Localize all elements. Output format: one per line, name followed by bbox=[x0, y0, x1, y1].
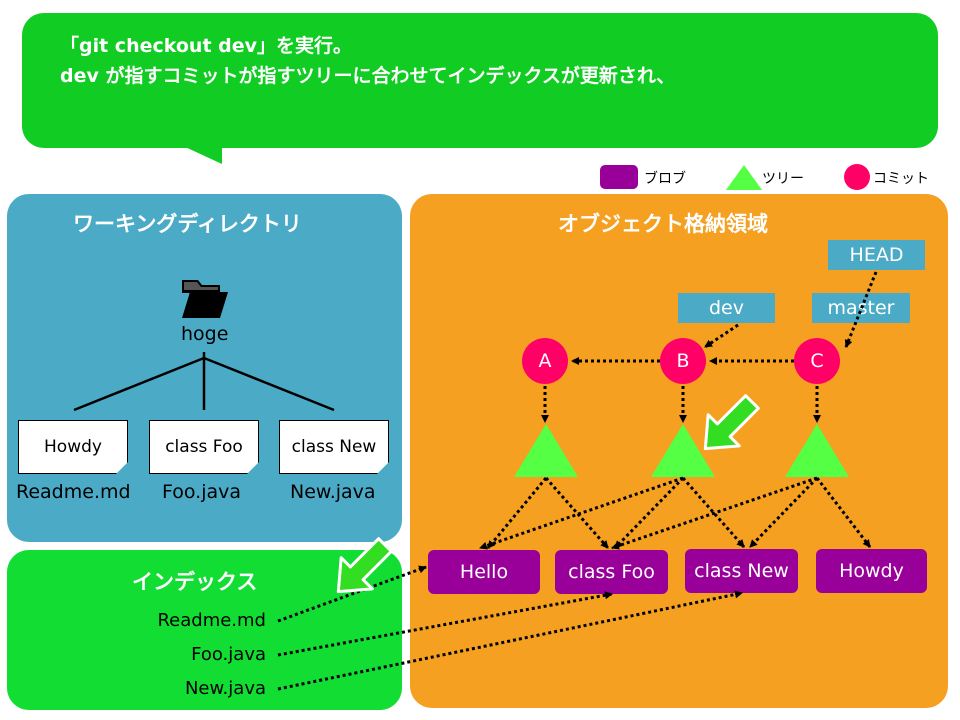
file-readme-content-text: Howdy bbox=[44, 437, 102, 457]
file-foo-name: Foo.java bbox=[162, 481, 242, 503]
ref-head: HEAD bbox=[828, 240, 925, 270]
callout-line-1: 「git checkout dev」を実行。 bbox=[60, 35, 353, 57]
file-new-content-text: class New bbox=[291, 437, 377, 457]
legend: ブロブ ツリー コミット bbox=[600, 163, 945, 193]
legend-tree-swatch bbox=[726, 165, 762, 190]
object-store-title: オブジェクト格納領域 bbox=[558, 212, 768, 236]
legend-commit-label: コミット bbox=[873, 171, 929, 187]
blob-howdy: Howdy bbox=[816, 549, 927, 593]
folder-icon bbox=[182, 280, 228, 318]
file-readme-name: Readme.md bbox=[16, 481, 131, 503]
legend-commit-swatch bbox=[844, 164, 870, 190]
commit-b: B bbox=[660, 338, 706, 384]
tree-c bbox=[785, 424, 849, 477]
legend-tree-label: ツリー bbox=[762, 171, 804, 187]
index-entry-new: New.java bbox=[184, 678, 266, 699]
commit-c: C bbox=[794, 338, 840, 384]
tree-b bbox=[651, 424, 715, 477]
ref-dev: dev bbox=[678, 293, 775, 323]
file-readme-content: Howdy bbox=[18, 420, 128, 474]
folder-label: hoge bbox=[181, 323, 229, 345]
blob-class-new: class New bbox=[685, 549, 798, 593]
blob-hello: Hello bbox=[428, 550, 540, 594]
index-title: インデックス bbox=[132, 570, 258, 594]
instruction-callout: 「git checkout dev」を実行。 dev が指すコミットが指すツリー… bbox=[22, 13, 938, 148]
file-new-content: class New bbox=[279, 420, 389, 474]
file-foo-content-text: class Foo bbox=[165, 437, 243, 457]
legend-blob-swatch bbox=[600, 165, 638, 189]
index-entry-readme: Readme.md bbox=[157, 610, 266, 631]
file-foo-content: class Foo bbox=[149, 420, 259, 474]
legend-blob-label: ブロブ bbox=[644, 171, 686, 187]
tree-a bbox=[514, 424, 578, 477]
working-directory-title: ワーキングディレクトリ bbox=[73, 212, 302, 236]
commit-a: A bbox=[522, 338, 568, 384]
ref-master: master bbox=[812, 293, 910, 323]
file-new-name: New.java bbox=[290, 481, 376, 503]
callout-line-2: dev が指すコミットが指すツリーに合わせてインデックスが更新され、 bbox=[60, 65, 676, 87]
index-entry-foo: Foo.java bbox=[191, 644, 266, 665]
blob-class-foo: class Foo bbox=[555, 550, 668, 594]
